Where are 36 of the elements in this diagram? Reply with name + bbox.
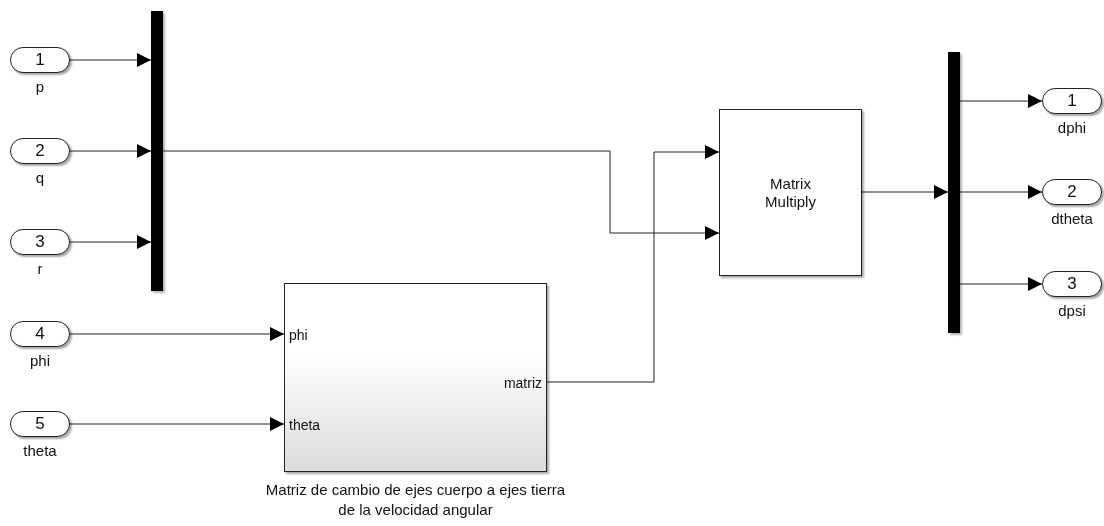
subsystem-block — [284, 283, 547, 472]
port-name: r — [36, 259, 44, 279]
port-name: phi — [29, 351, 51, 371]
signal-line — [69, 417, 285, 431]
outport-block: 1 — [1042, 88, 1102, 114]
function-block — [719, 109, 862, 276]
signal-line — [69, 327, 285, 341]
port-name: dpsi — [1057, 301, 1087, 321]
mux-bar — [948, 52, 960, 333]
port-name: dphi — [1056, 118, 1088, 138]
outport-block: 2 — [1042, 179, 1102, 205]
port-label: theta — [289, 417, 321, 433]
signal-line — [959, 185, 1043, 199]
signal-line — [861, 185, 949, 199]
inport-block: 1 — [10, 47, 70, 73]
outport-block: 3 — [1042, 271, 1102, 297]
port-label: matriz — [503, 375, 542, 391]
signal-line — [69, 53, 152, 67]
signal-line — [959, 94, 1043, 108]
signal-line — [546, 145, 720, 383]
signal-line — [162, 150, 720, 240]
signal-line — [959, 277, 1043, 291]
signal-line — [69, 144, 152, 158]
inport-block: 2 — [10, 138, 70, 164]
mux-bar — [151, 11, 163, 291]
port-name: q — [34, 168, 46, 188]
signal-line — [69, 235, 152, 249]
inport-block: 5 — [10, 411, 70, 437]
port-label: phi — [289, 327, 308, 343]
port-name: dtheta — [1050, 209, 1094, 229]
block-caption: Matriz de cambio de ejes cuerpo a ejes tierra de la velocidad angular — [265, 480, 566, 519]
inport-block: 4 — [10, 321, 70, 347]
port-name: p — [34, 77, 46, 97]
inport-block: 3 — [10, 229, 70, 255]
block-label: Matrix Multiply — [764, 175, 817, 210]
port-name: theta — [22, 441, 58, 461]
